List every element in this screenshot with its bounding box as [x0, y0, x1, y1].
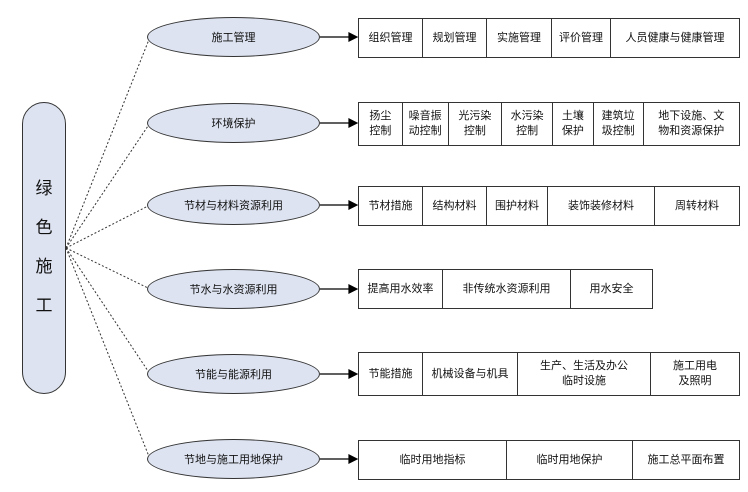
arrow-icon	[348, 32, 359, 42]
item-box: 用水安全	[589, 281, 634, 295]
item-box: 临时用地指标	[359, 441, 507, 479]
category-node: 节能与能源利用	[147, 354, 320, 394]
arrow-icon	[348, 454, 359, 464]
item-box: 规划管理	[423, 19, 487, 57]
item-row: 临时用地指标 临时用地保护 施工总平面布置	[358, 440, 740, 480]
arrow-icon	[348, 284, 359, 294]
item-box: 噪音振 动控制	[403, 103, 449, 145]
dashed-connector	[65, 122, 151, 249]
arrow-icon	[348, 118, 359, 128]
root-char: 色	[35, 218, 53, 238]
item-box: 实施管理	[487, 19, 552, 57]
item-box: 扬尘 控制	[359, 103, 403, 145]
item-row: 扬尘 控制 噪音振 动控制 光污染 控制 水污染 控制 土壤 保护 建筑垃 圾控…	[358, 102, 740, 146]
dashed-connector	[65, 36, 151, 249]
dashed-connector	[65, 204, 151, 249]
item-box: 围护材料	[487, 187, 548, 225]
item-box: 水污染 控制	[502, 103, 553, 145]
root-node: 绿 色 施 工	[22, 102, 66, 394]
root-char: 施	[35, 257, 53, 277]
category-node: 环境保护	[147, 103, 320, 143]
arrow-icon	[348, 369, 359, 379]
item-box: 生产、生活及办公 临时设施	[518, 353, 651, 395]
item-box: 施工用电 及照明	[673, 359, 717, 387]
item-box: 机械设备与机具	[423, 353, 518, 395]
item-box: 周转材料	[675, 198, 719, 212]
item-box: 装饰装修材料	[548, 187, 655, 225]
dashed-connector	[65, 247, 151, 460]
item-box: 地下设施、文 物和资源保护	[658, 109, 725, 137]
item-box: 评价管理	[552, 19, 611, 57]
item-row: 节能措施 机械设备与机具 生产、生活及办公 临时设施 施工用电 及照明	[358, 352, 740, 396]
root-char: 工	[35, 296, 53, 316]
item-box: 施工总平面布置	[647, 452, 725, 466]
item-row: 提高用水效率 非传统水资源利用 用水安全	[358, 269, 653, 309]
item-box: 土壤 保护	[553, 103, 594, 145]
item-box: 非传统水资源利用	[443, 270, 571, 308]
item-box: 结构材料	[423, 187, 487, 225]
item-box: 临时用地保护	[507, 441, 633, 479]
dashed-connector	[65, 247, 151, 375]
item-box: 节材措施	[359, 187, 423, 225]
category-node: 节材与材料资源利用	[147, 185, 320, 225]
dashed-connector	[65, 247, 151, 290]
item-box: 人员健康与健康管理	[625, 30, 725, 44]
item-box: 光污染 控制	[449, 103, 503, 145]
item-box: 节能措施	[359, 353, 423, 395]
category-node: 节水与水资源利用	[147, 269, 320, 309]
item-row: 节材措施 结构材料 围护材料 装饰装修材料 周转材料	[358, 186, 740, 226]
category-node: 施工管理	[147, 17, 320, 57]
item-box: 建筑垃 圾控制	[594, 103, 644, 145]
item-row: 组织管理 规划管理 实施管理 评价管理 人员健康与健康管理	[358, 18, 740, 58]
category-node: 节地与施工用地保护	[147, 439, 320, 479]
item-box: 提高用水效率	[359, 270, 443, 308]
arrow-icon	[348, 200, 359, 210]
root-char: 绿	[35, 179, 53, 199]
item-box: 组织管理	[359, 19, 423, 57]
